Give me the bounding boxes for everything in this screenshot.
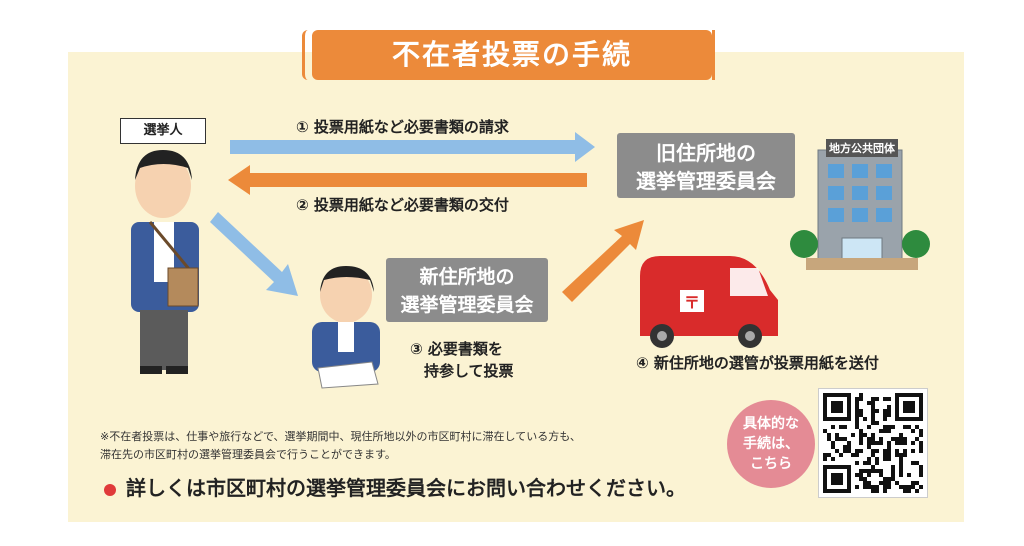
government-label: 地方公共団体 — [826, 139, 898, 157]
step-3-label-line1: ③ 必要書類を — [410, 340, 503, 358]
old-committee-line1: 旧住所地の — [656, 141, 756, 165]
qr-code[interactable] — [818, 388, 928, 498]
page-title: 不在者投票の手続 — [302, 30, 715, 80]
step-4-label: ④ 新住所地の選管が投票用紙を送付 — [636, 354, 879, 372]
contact-text: 詳しくは市区町村の選挙管理委員会にお問い合わせください。 — [126, 476, 686, 500]
note-line-1: ※不在者投票は、仕事や旅行などで、選挙期間中、現住所地以外の市区町村に滞在してい… — [100, 430, 581, 443]
move-arrow — [210, 212, 298, 296]
voter-figure-icon — [131, 150, 199, 374]
contact-message: 詳しくは市区町村の選挙管理委員会にお問い合わせください。 — [104, 472, 686, 501]
old-committee-box: 旧住所地の 選挙管理委員会 — [617, 133, 795, 198]
bullet-icon — [104, 483, 116, 496]
request-arrow — [230, 132, 595, 162]
new-committee-line2: 選挙管理委員会 — [400, 294, 534, 316]
voter-label: 選挙人 — [120, 118, 206, 144]
voting-person-icon — [312, 266, 380, 389]
note-line-2: 滞在先の市区町村の選挙管理委員会で行うことができます。 — [100, 448, 396, 461]
svg-text:〒: 〒 — [684, 293, 700, 312]
government-building-icon — [790, 149, 930, 270]
qr-prompt-badge: 具体的な 手続は、 こちら — [727, 400, 815, 488]
postal-van-icon: 〒 — [640, 256, 778, 348]
step-2-label: ② 投票用紙など必要書類の交付 — [296, 196, 509, 214]
new-committee-line1: 新住所地の — [419, 266, 515, 288]
qr-prompt-line1: 具体的な — [743, 416, 799, 432]
step-3-label-line2: 持参して投票 — [424, 362, 514, 380]
new-committee-box: 新住所地の 選挙管理委員会 — [386, 258, 548, 322]
old-committee-line2: 選挙管理委員会 — [636, 169, 776, 193]
delivery-arrow — [228, 165, 587, 195]
qr-prompt-line2: 手続は、 — [743, 436, 799, 452]
send-arrow — [562, 220, 644, 302]
qr-prompt-line3: こちら — [750, 456, 792, 472]
step-1-label: ① 投票用紙など必要書類の請求 — [296, 118, 509, 136]
